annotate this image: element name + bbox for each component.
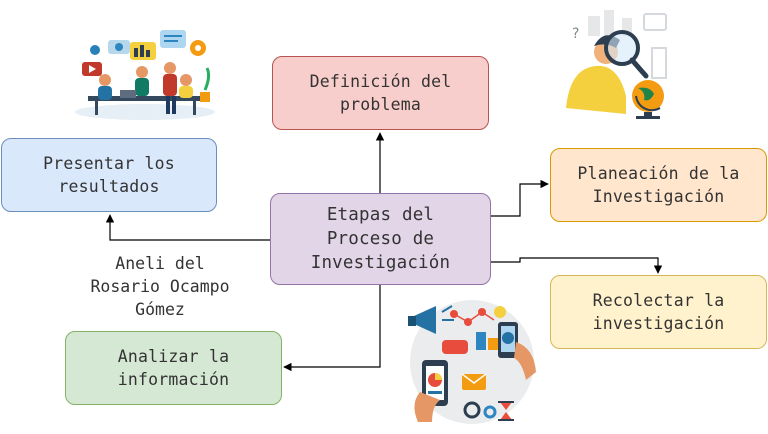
arrow-to-presentar [105, 214, 270, 241]
author-name: Aneli del Rosario Ocampo Gómez [90, 254, 230, 319]
node-analizar-informacion: Analizar la información [65, 331, 282, 405]
node-planeacion-label: Planeación de la Investigación [577, 164, 740, 206]
node-definicion-label: Definición del problema [309, 72, 452, 114]
node-presentar-resultados: Presentar los resultados [1, 138, 217, 212]
svg-text:?: ? [572, 26, 579, 42]
node-recolectar-label: Recolectar la investigación [592, 291, 725, 333]
node-etapas-proceso: Etapas del Proceso de Investigación [270, 193, 491, 285]
node-presentar-label: Presentar los resultados [43, 154, 175, 196]
arrow-to-recolectar [491, 257, 663, 274]
arrow-to-planeacion [491, 179, 549, 217]
node-center-label: Etapas del Proceso de Investigación [310, 205, 451, 273]
node-recolectar-investigacion: Recolectar la investigación [550, 275, 767, 349]
node-definicion-problema: Definición del problema [272, 56, 489, 130]
node-planeacion-investigacion: Planeación de la Investigación [550, 148, 767, 222]
node-analizar-label: Analizar la información [117, 347, 230, 389]
arrow-to-analizar [283, 285, 381, 372]
